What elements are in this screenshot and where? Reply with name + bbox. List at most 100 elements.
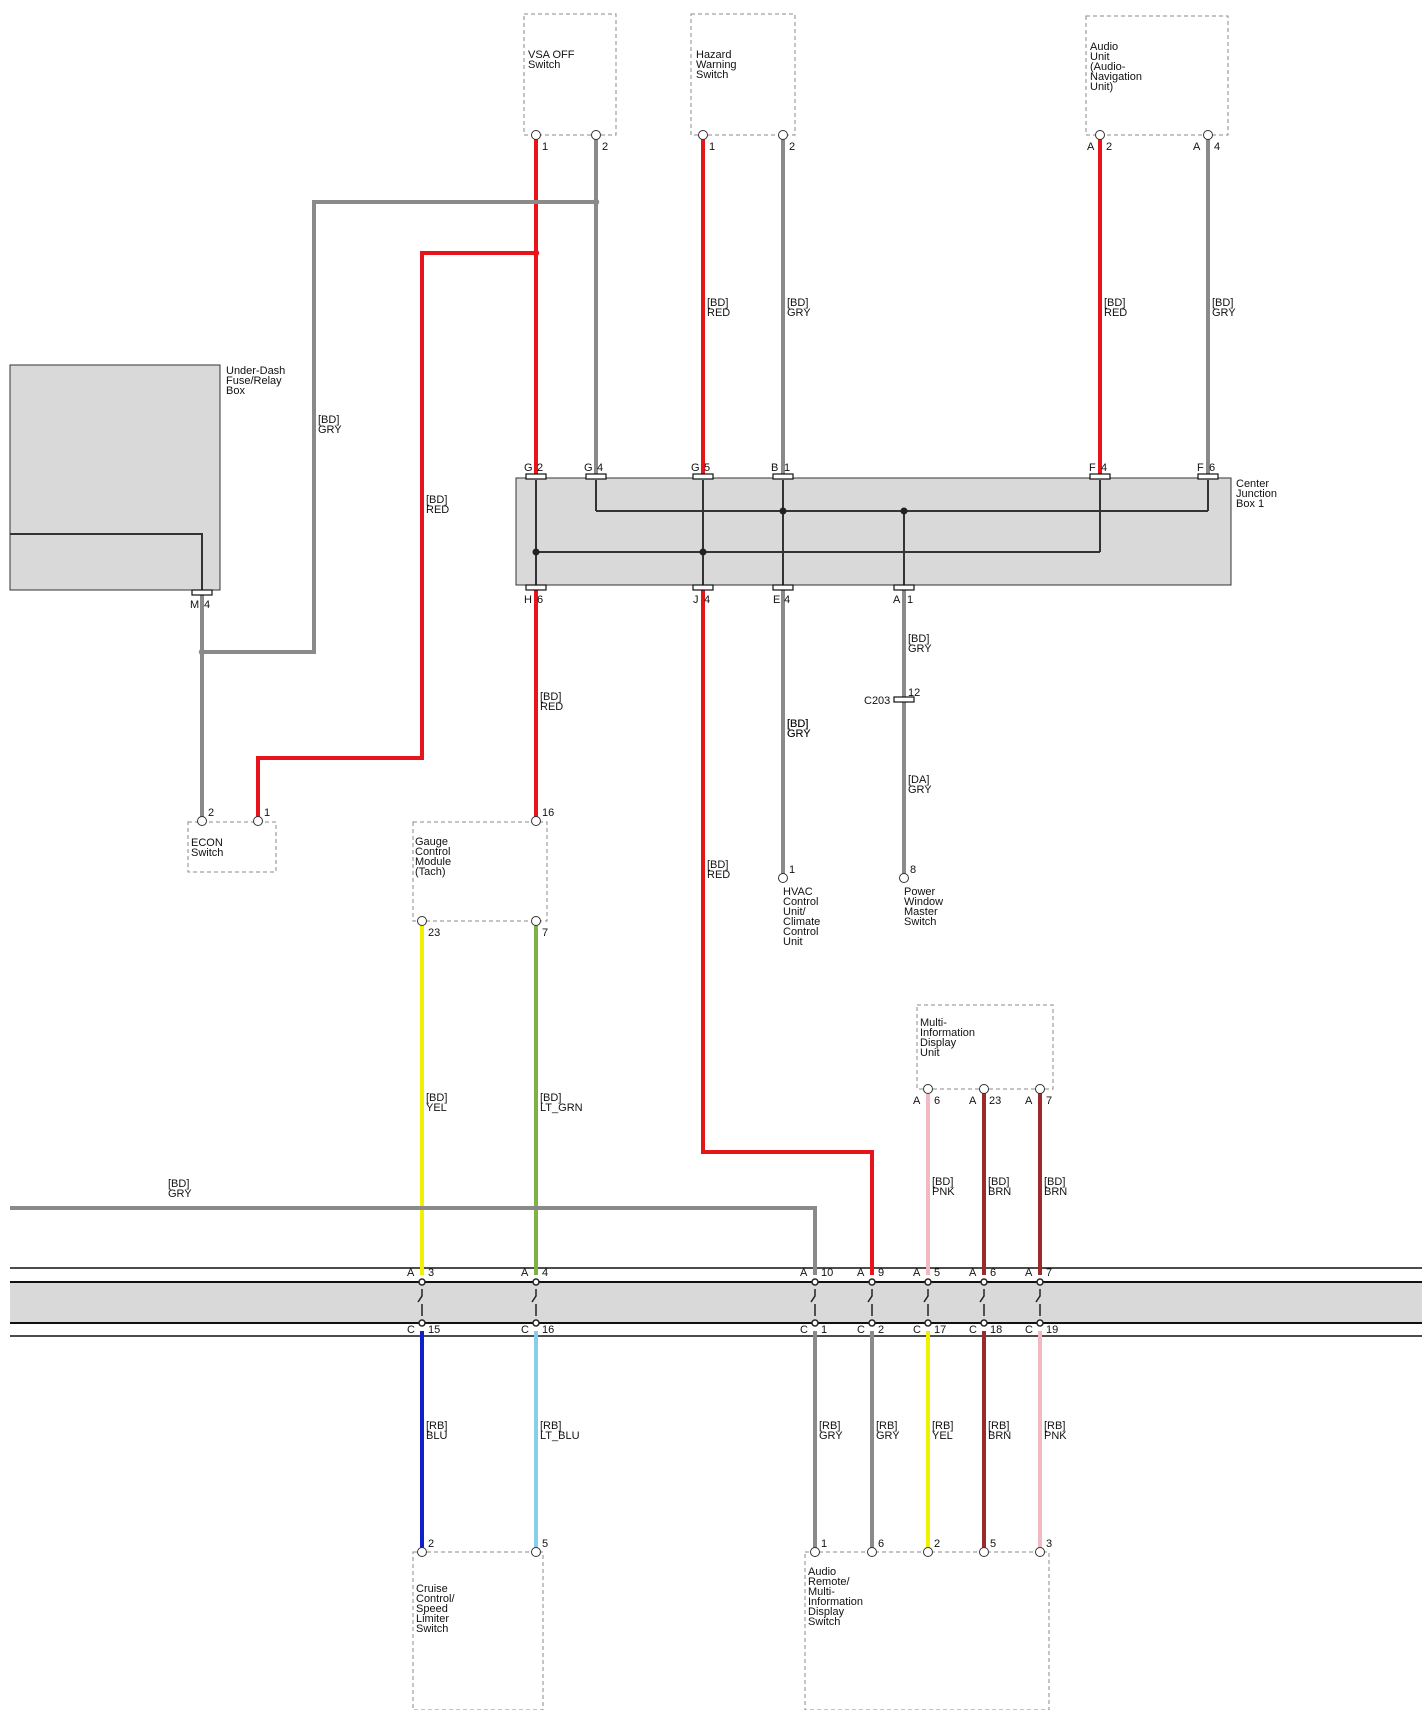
connector-terminals [191,473,1219,703]
wire-label: [BD]GRY [787,718,811,740]
pin-label: B [771,462,778,474]
wire-label: [RB]BRN [988,1420,1011,1442]
wire-label: [BD]GRY [787,718,811,740]
wire-label: [DA]GRY [908,774,932,796]
wire-label: [BD]BRN [1044,1176,1067,1198]
wire-label: [BD]GRY [168,1178,192,1200]
wire-label: [BD]GRY [787,297,811,319]
vsa-off-switch-box [523,13,617,136]
pin-label: 2 [789,141,795,153]
pin-label: A [521,1267,529,1279]
wire-label: [RB]LT_BLU [540,1420,580,1442]
pin-label: A [969,1095,977,1107]
wire-labels: [BD]RED [BD]GRY [BD]RED [BD]GRY [BD]GRY … [168,297,1236,1442]
pin-label: A [893,594,901,606]
pin-label: 17 [934,1324,946,1336]
band-connector-symbols [417,1278,1044,1327]
pin-label: G [691,462,700,474]
splice-dot [532,249,540,257]
pin-label: 6 [990,1267,996,1279]
pin-label: 1 [789,864,795,876]
pin-label: G [584,462,593,474]
under-dash-internal-line [10,533,203,590]
pin-label: 7 [542,927,548,939]
pin-label: C [521,1324,529,1336]
pin-label: 1 [264,807,270,819]
pin-label: 1 [709,141,715,153]
gauge-control-module-box [412,821,548,922]
wire-label: [RB]YEL [932,1420,953,1442]
wire-label: [RB]GRY [819,1420,843,1442]
pin-label: 5 [934,1267,940,1279]
pin-label: 1 [821,1324,827,1336]
under-dash-fuse-relay-box [9,364,221,591]
pin-label: 2 [208,807,214,819]
pin-label: 8 [910,864,916,876]
pin-label: 23 [428,927,440,939]
pin-label: 1 [907,594,913,606]
pin-label: 16 [542,1324,554,1336]
wire-label: [BD]GRY [318,414,342,436]
wire-label: [BD]YEL [426,1092,447,1114]
pin-label: C [857,1324,865,1336]
pin-label: A [857,1267,865,1279]
center-junction-box [515,477,1232,586]
pin-label: H [524,594,532,606]
wire-label: [BD]LT_GRN [540,1092,583,1114]
pin-label: A [1025,1095,1033,1107]
pin-label: 2 [537,462,543,474]
wire-red [256,251,536,821]
pin-label: 7 [1046,1267,1052,1279]
cjb-internal-circuits [532,480,1209,585]
pin-label: 4 [204,599,210,611]
pin-label: 4 [784,594,790,606]
pin-label: 12 [908,687,920,699]
cruise-control-switch-box [412,1551,544,1710]
wire-red [701,590,874,1275]
lower-connector-band [10,1267,1422,1337]
wire-label: [RB]GRY [876,1420,900,1442]
pin-label: 9 [878,1267,884,1279]
pin-label: C [800,1324,808,1336]
pin-label: F [1089,462,1096,474]
pin-label: 2 [428,1538,434,1550]
wires-layer [10,135,1210,1552]
pin-label: 2 [602,141,608,153]
wire-label: [BD]RED [707,297,730,319]
wire-gry [10,1206,817,1275]
pin-label: 2 [934,1538,940,1550]
pin-label: 2 [1106,141,1112,153]
pin-label: 6 [878,1538,884,1550]
wire-label: [BD]RED [1104,297,1127,319]
pin-label: 18 [990,1324,1002,1336]
pin-label: 4 [542,1267,548,1279]
connector-c203-label: C203 [864,695,890,707]
pin-label: 6 [1209,462,1215,474]
wire-label: [RB]PNK [1044,1420,1067,1442]
pin-label: A [1193,141,1201,153]
pin-label: A [913,1267,921,1279]
splice-dot [592,198,600,206]
wire-label: [BD]RED [426,494,449,516]
pin-label: 4 [597,462,603,474]
pin-label: 5 [990,1538,996,1550]
pin-label: 1 [542,141,548,153]
pin-label: 16 [542,807,554,819]
pin-label: 1 [821,1538,827,1550]
pin-label: A [913,1095,921,1107]
pin-label: A [969,1267,977,1279]
pin-label: 15 [428,1324,440,1336]
pin-label: 5 [704,462,710,474]
